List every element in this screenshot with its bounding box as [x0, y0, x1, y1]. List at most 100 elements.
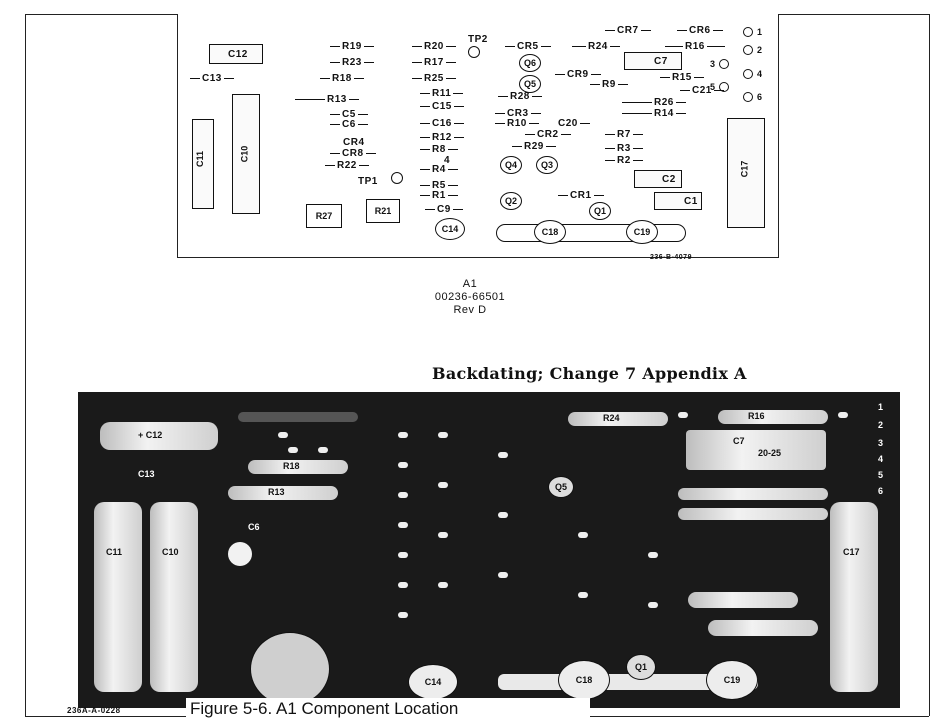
drawing-number: 236-B-4079 [650, 254, 692, 261]
photo-pad [398, 612, 408, 618]
transistor-q2: Q2 [500, 192, 522, 210]
transistor-q3: Q3 [536, 156, 558, 174]
label-c9-text: C9 [437, 204, 451, 215]
photo-capacitor-c7 [686, 430, 826, 470]
photo-pad [278, 432, 288, 438]
label-c5: C5 [328, 109, 370, 120]
label-r2: R2 [603, 155, 645, 166]
capacitor-c17 [727, 118, 765, 228]
label-r28: R28 [496, 91, 544, 102]
photo-pad [398, 462, 408, 468]
label-r22: R22 [323, 160, 371, 171]
photo-pin-label-5: 5 [878, 470, 884, 480]
label-r25-text: R25 [424, 73, 444, 84]
label-c13-text: C13 [202, 73, 222, 84]
assembly-part-number: 00236-66501 [434, 291, 506, 303]
label-cr8: CR8 [328, 148, 378, 159]
label-r5-text: R5 [432, 180, 446, 191]
photo-resistor-left-2 [678, 508, 828, 520]
label-c6-text: C6 [342, 119, 356, 130]
label-r5: R5 [418, 180, 460, 191]
label-cr2-text: CR2 [537, 129, 559, 140]
label-cr9-text: CR9 [567, 69, 589, 80]
label-q5: Q5 [523, 79, 536, 89]
label-four: 4 [444, 155, 451, 166]
label-r10: R10 [493, 118, 541, 129]
photo-capacitor-c17 [830, 502, 878, 692]
label-r24-text: R24 [588, 41, 608, 52]
photo-label-c7-note: 20-25 [758, 448, 782, 458]
photo-pad [398, 582, 408, 588]
label-r18: R18 [318, 73, 366, 84]
photo-trimmer [250, 632, 330, 706]
label-r15-text: R15 [672, 72, 692, 83]
photo-resistor-low-1 [688, 592, 798, 608]
photo-pad [838, 412, 848, 418]
label-cr3: CR3 [493, 108, 543, 119]
label-r24: R24 [570, 41, 622, 52]
photo-pin-label-3: 3 [878, 438, 884, 448]
component-location-drawing: C12 C13 C11 C10 R19 R23 R18 R13 C5 C6 CR… [177, 14, 779, 261]
label-q6: Q6 [523, 58, 536, 68]
label-c20-text: C20 [558, 118, 578, 129]
photo-label-c12: + C12 [138, 430, 163, 440]
label-q1: Q1 [593, 206, 606, 216]
photo-pad [648, 552, 658, 558]
capacitor-c18: C18 [534, 220, 566, 244]
label-cr1: CR1 [556, 190, 606, 201]
label-r29-text: R29 [524, 141, 544, 152]
label-q3: Q3 [540, 160, 553, 170]
label-r16: R16 [663, 41, 727, 52]
label-r23: R23 [328, 57, 376, 68]
backdating-note: Backdating; Change 7 Appendix A [432, 364, 747, 383]
label-c15-text: C15 [432, 101, 452, 112]
label-r10-text: R10 [507, 118, 527, 129]
label-r7-text: R7 [617, 129, 631, 140]
photo-id: 236A-A-0228 [67, 706, 121, 715]
test-point-tp2 [468, 46, 480, 58]
label-r1-text: R1 [432, 190, 446, 201]
pin-label-5: 5 [710, 82, 716, 92]
label-tp2: TP2 [468, 34, 488, 45]
label-r20: R20 [410, 41, 458, 52]
photo-capacitor-c19: C19 [706, 660, 758, 700]
label-r23-text: R23 [342, 57, 362, 68]
photo-trace-top [238, 412, 358, 422]
label-c21: C21 [678, 85, 726, 96]
photo-label-r18: R18 [283, 461, 300, 471]
photo-pin-label-1: 1 [878, 402, 884, 412]
photo-pad [498, 452, 508, 458]
trace-c18-c19 [496, 224, 686, 242]
label-c7: C7 [654, 56, 668, 67]
label-r13: R13 [293, 94, 361, 105]
photo-label-c18: C18 [575, 675, 593, 685]
photo-pad [438, 582, 448, 588]
label-c14: C14 [441, 224, 459, 234]
label-c16: C16 [418, 118, 466, 129]
board-photo: + C12 C13 R18 R13 C6 C11 C10 R24 R16 C7 … [78, 392, 900, 708]
photo-resistor-r13 [228, 486, 338, 500]
photo-label-c13: C13 [138, 469, 155, 479]
transistor-q4: Q4 [500, 156, 522, 174]
label-c19: C19 [633, 227, 651, 237]
label-c18: C18 [541, 227, 559, 237]
label-cr6-text: CR6 [689, 25, 711, 36]
label-q4: Q4 [504, 160, 517, 170]
label-r3-text: R3 [617, 143, 631, 154]
label-cr9: CR9 [553, 69, 603, 80]
label-r17: R17 [410, 57, 458, 68]
label-r29: R29 [510, 141, 558, 152]
label-cr8-text: CR8 [342, 148, 364, 159]
photo-resistor-low-2 [708, 620, 818, 636]
resistor-r21: R21 [366, 199, 400, 223]
label-cr2: CR2 [523, 129, 573, 140]
label-c16-text: C16 [432, 118, 452, 129]
photo-label-c10: C10 [162, 547, 179, 557]
capacitor-c10 [232, 94, 260, 214]
assembly-name: A1 [462, 278, 478, 290]
pin-label-4: 4 [757, 69, 763, 79]
photo-pad [578, 532, 588, 538]
photo-label-c14: C14 [424, 677, 442, 687]
photo-pad [438, 432, 448, 438]
capacitor-c1 [654, 192, 702, 210]
